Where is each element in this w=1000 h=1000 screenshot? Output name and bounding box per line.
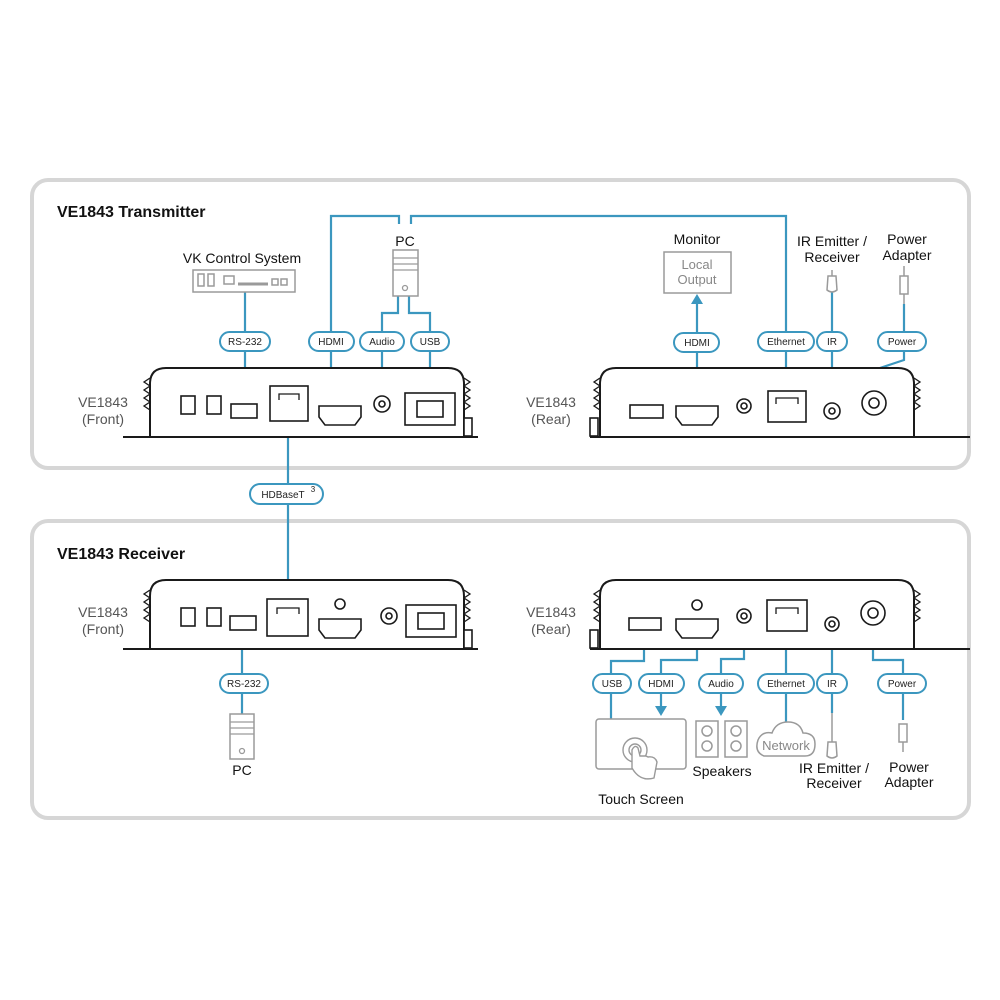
svg-text:IR: IR xyxy=(827,337,837,348)
cable-label-tx-hdmi-in: HDMI xyxy=(308,331,355,352)
rx-rear-label-1: VE1843 xyxy=(526,604,576,620)
rx-front-label-1: VE1843 xyxy=(78,604,128,620)
pc-top-label: PC xyxy=(395,233,414,249)
cable-label-rx-hdmi: HDMI xyxy=(638,673,685,694)
speakers-label: Speakers xyxy=(692,763,751,779)
power-adapter-icon xyxy=(899,266,909,304)
svg-text:USB: USB xyxy=(602,679,623,690)
rx-rear-device xyxy=(589,579,970,650)
tx-rear-label-2: (Rear) xyxy=(531,411,571,427)
cable-label-tx-usb: USB xyxy=(410,331,450,352)
ir-emitter-top-label-1: IR Emitter / xyxy=(797,233,867,249)
svg-text:Ethernet: Ethernet xyxy=(767,337,805,348)
rx-rear-label-2: (Rear) xyxy=(531,621,571,637)
monitor-icon: Local Output xyxy=(663,251,732,294)
pc-bottom-label: PC xyxy=(232,762,251,778)
vk-control-system-label: VK Control System xyxy=(183,250,301,266)
power-adapter-bottom-icon xyxy=(898,723,908,752)
cable-label-tx-ethernet: Ethernet xyxy=(757,331,815,352)
monitor-label: Monitor xyxy=(674,231,721,247)
tx-front-device xyxy=(123,367,478,438)
svg-text:RS-232: RS-232 xyxy=(227,679,261,690)
rx-front-label-2: (Front) xyxy=(82,621,124,637)
svg-text:IR: IR xyxy=(827,679,837,690)
svg-text:HDMI: HDMI xyxy=(684,338,710,349)
tx-rear-device xyxy=(589,367,970,438)
cable-label-tx-hdmi-out: HDMI xyxy=(673,332,720,353)
svg-text:Output: Output xyxy=(677,272,716,287)
svg-text:HDBaseT: HDBaseT xyxy=(261,490,304,501)
power-adapter-bottom-label-1: Power xyxy=(889,759,929,775)
svg-text:HDMI: HDMI xyxy=(648,679,674,690)
network-cloud-icon: Network xyxy=(756,721,816,757)
cable-label-tx-rs232: RS-232 xyxy=(219,331,271,352)
svg-text:Audio: Audio xyxy=(369,337,395,348)
cable-label-tx-power: Power xyxy=(877,331,927,352)
tx-rear-label-1: VE1843 xyxy=(526,394,576,410)
cable-label-rx-usb: USB xyxy=(592,673,632,694)
svg-text:Power: Power xyxy=(888,337,917,348)
power-adapter-top-label-2: Adapter xyxy=(882,247,931,263)
cable-label-rx-ir: IR xyxy=(816,673,848,694)
speakers-icon xyxy=(695,720,748,758)
ir-emitter-bottom-icon xyxy=(826,713,838,759)
ir-emitter-top-label-2: Receiver xyxy=(804,249,860,265)
tx-front-label-1: VE1843 xyxy=(78,394,128,410)
cable-label-rx-ethernet: Ethernet xyxy=(757,673,815,694)
cable-label-rx-power: Power xyxy=(877,673,927,694)
receiver-title: VE1843 Receiver xyxy=(57,546,185,563)
touch-screen-label: Touch Screen xyxy=(598,791,684,807)
power-adapter-bottom-label-2: Adapter xyxy=(884,774,933,790)
svg-text:HDMI: HDMI xyxy=(318,337,344,348)
svg-text:Audio: Audio xyxy=(708,679,734,690)
cable-label-hdbaset: HDBaseT 3 xyxy=(249,483,324,505)
transmitter-title: VE1843 Transmitter xyxy=(57,204,206,221)
vk-control-system-icon xyxy=(192,269,296,293)
touch-screen-icon xyxy=(595,718,687,780)
pc-bottom-icon xyxy=(229,713,255,760)
cable-label-rx-rs232: RS-232 xyxy=(219,673,269,694)
svg-text:3: 3 xyxy=(311,485,316,494)
ir-emitter-icon xyxy=(826,270,838,293)
receiver-panel xyxy=(30,519,971,820)
svg-text:Local: Local xyxy=(681,257,712,272)
svg-text:Power: Power xyxy=(888,679,917,690)
rx-front-device xyxy=(123,579,478,650)
power-adapter-top-label-1: Power xyxy=(887,231,927,247)
svg-text:Ethernet: Ethernet xyxy=(767,679,805,690)
tx-front-label-2: (Front) xyxy=(82,411,124,427)
pc-tower-icon xyxy=(392,249,419,297)
cable-label-tx-ir: IR xyxy=(816,331,848,352)
cable-label-tx-audio: Audio xyxy=(359,331,405,352)
svg-text:USB: USB xyxy=(420,337,441,348)
ir-emitter-bottom-label-2: Receiver xyxy=(806,775,862,791)
transmitter-panel xyxy=(30,178,971,470)
svg-text:Network: Network xyxy=(762,738,810,753)
cable-label-rx-audio: Audio xyxy=(698,673,744,694)
svg-text:RS-232: RS-232 xyxy=(228,337,262,348)
ir-emitter-bottom-label-1: IR Emitter / xyxy=(799,760,869,776)
